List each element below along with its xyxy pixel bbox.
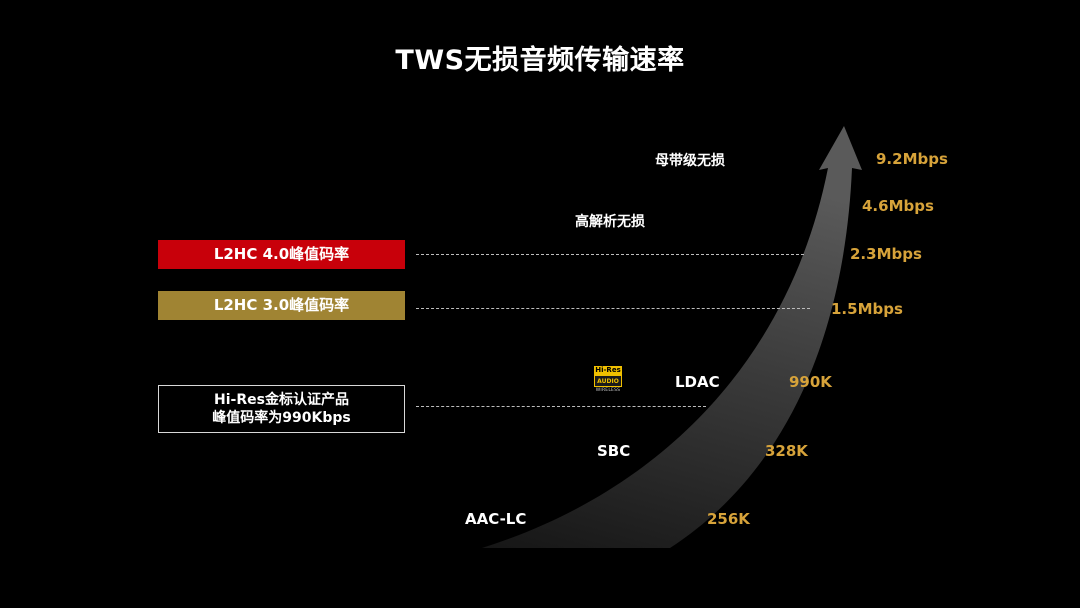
growth-arrow-shape	[482, 126, 862, 548]
rate-1-5mbps: 1.5Mbps	[831, 300, 903, 318]
tier-hires-lossless: 高解析无损	[575, 214, 645, 230]
rate-328k: 328K	[765, 442, 808, 460]
hires-logo-top: Hi-Res	[594, 366, 622, 375]
page-title: TWS无损音频传输速率	[395, 45, 685, 76]
l2hc4-guide-line	[416, 254, 804, 255]
hires-guide-line	[416, 406, 706, 407]
l2hc4-label: L2HC 4.0峰值码率	[158, 240, 405, 269]
hires-label-line2: 峰值码率为990Kbps	[212, 410, 351, 426]
hires-logo-middle: AUDIO	[594, 375, 622, 387]
hires-label-line1: Hi-Res金标认证产品	[214, 392, 349, 408]
codec-sbc: SBC	[597, 442, 631, 460]
hires-logo-bottom: WIRELESS	[595, 388, 621, 393]
tier-master-lossless: 母带级无损	[655, 153, 725, 169]
rate-990k: 990K	[789, 373, 832, 391]
l2hc3-guide-line	[416, 308, 810, 309]
codec-aac-lc: AAC-LC	[465, 510, 527, 528]
codec-ldac: LDAC	[675, 373, 720, 391]
rate-4-6mbps: 4.6Mbps	[862, 197, 934, 215]
rate-9-2mbps: 9.2Mbps	[876, 150, 948, 168]
rate-256k: 256K	[707, 510, 750, 528]
hires-label-box: Hi-Res金标认证产品 峰值码率为990Kbps	[158, 385, 405, 433]
hires-audio-wireless-logo: Hi-Res AUDIO WIRELESS	[594, 366, 622, 398]
rate-2-3mbps: 2.3Mbps	[850, 245, 922, 263]
l2hc3-label: L2HC 3.0峰值码率	[158, 291, 405, 320]
